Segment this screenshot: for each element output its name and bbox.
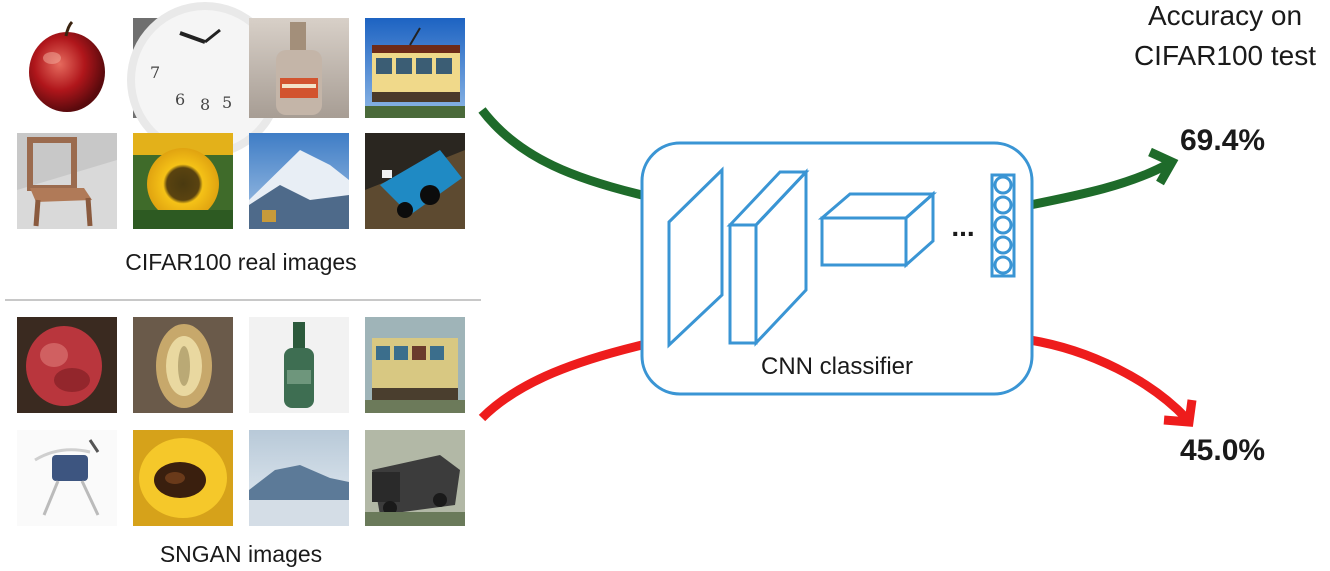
cnn-input-layer: [667, 166, 724, 349]
gan-chair-thumbnail: [17, 430, 117, 526]
real-apple-thumbnail: [17, 18, 117, 118]
gan-streetcar-thumbnail: [365, 317, 465, 413]
svg-text:7: 7: [150, 63, 160, 82]
output-neuron: [993, 255, 1013, 275]
accuracy-header-line2: CIFAR100 test: [1133, 40, 1317, 71]
gan-accuracy-value: 45.0%: [1180, 434, 1266, 467]
cnn-layers: [667, 166, 1016, 349]
output-neuron: [993, 175, 1013, 195]
output-neuron: [993, 235, 1013, 255]
gan-sunflower-thumbnail: [133, 430, 233, 526]
svg-text:5: 5: [222, 93, 232, 112]
real-streetcar-thumbnail: [365, 18, 465, 118]
real-clock-thumbnail: 7 6 8 5: [127, 2, 283, 158]
real-output-arrowhead: [1148, 147, 1179, 186]
real-input-arrow: [478, 107, 644, 200]
svg-text:6: 6: [175, 90, 185, 109]
real-train-thumbnail: [365, 133, 465, 229]
gan-output-arrow: [1029, 335, 1190, 422]
real-images-grid: 7 6 8 5: [17, 2, 465, 229]
cnn-output-layer: [990, 173, 1016, 278]
real-mountain-thumbnail: [249, 133, 349, 229]
gan-pear-thumbnail: [133, 317, 233, 413]
gan-mountain-thumbnail: [249, 430, 349, 526]
output-neuron: [993, 195, 1013, 215]
cnn-conv-block-side: [754, 168, 808, 347]
accuracy-header: Accuracy on CIFAR100 test: [1100, 0, 1330, 76]
gan-input-arrow: [478, 340, 644, 422]
real-chair-thumbnail: [17, 133, 117, 229]
real-sunflower-thumbnail: [133, 133, 233, 229]
cnn-classifier-label: CNN classifier: [760, 353, 913, 380]
output-neuron: [993, 215, 1013, 235]
real-accuracy-value: 69.4%: [1180, 124, 1266, 157]
gan-bottle-thumbnail: [249, 317, 349, 413]
real-bottle-thumbnail: [249, 18, 349, 118]
gan-images-caption: SNGAN images: [159, 541, 323, 567]
accuracy-header-line1: Accuracy on: [1147, 0, 1303, 31]
cnn-dense-block-side: [904, 190, 935, 269]
gan-train-thumbnail: [365, 430, 465, 526]
gan-output-arrowhead: [1163, 399, 1197, 427]
gan-images-grid: [17, 317, 465, 526]
real-output-arrow: [1029, 160, 1171, 210]
cnn-ellipsis: ...: [951, 211, 974, 242]
real-images-caption: CIFAR100 real images: [125, 249, 357, 275]
svg-text:8: 8: [200, 95, 210, 114]
gan-apple-thumbnail: [17, 317, 117, 413]
